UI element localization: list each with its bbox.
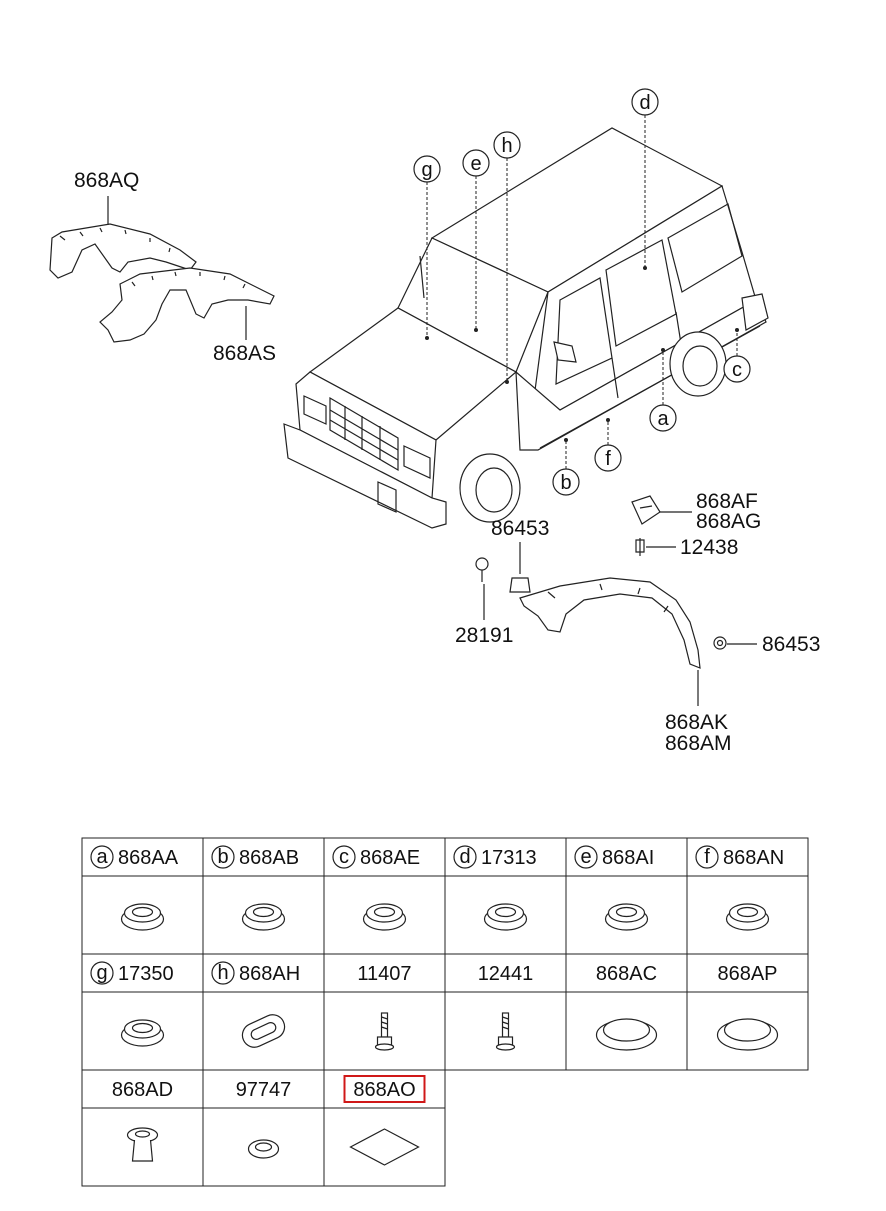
wheel-arch-liner[interactable]	[519, 577, 701, 669]
part-code: 97747	[236, 1079, 292, 1101]
grommet-icon	[483, 903, 528, 931]
callout-letter: a	[96, 846, 108, 868]
parts-table-cell[interactable]: c 868AE	[323, 837, 446, 955]
svg-text:e: e	[470, 153, 481, 175]
callout-a[interactable]: a	[649, 348, 677, 432]
svg-text:f: f	[605, 448, 611, 470]
part-code: 868AE	[360, 847, 420, 869]
part-code: 868AA	[118, 847, 179, 869]
splash-shield-rear[interactable]	[99, 267, 275, 343]
callout-e[interactable]: e	[462, 149, 490, 332]
label-868AK: 868AK	[665, 711, 728, 734]
part-code: 868AN	[723, 847, 784, 869]
pad-icon	[349, 1128, 420, 1166]
part-code: 17313	[481, 847, 537, 869]
svg-text:b: b	[560, 472, 571, 494]
grommet-icon	[120, 1019, 165, 1047]
parts-table-cell[interactable]: 11407	[323, 953, 446, 1071]
parts-table-cell[interactable]: g 17350	[81, 953, 204, 1071]
callout-letter: h	[217, 962, 228, 984]
part-code: 868AP	[717, 963, 777, 985]
oval-grommet-icon	[241, 1014, 286, 1048]
parts-table-cell[interactable]: h 868AH	[202, 953, 325, 1071]
callout-g[interactable]: g	[413, 155, 441, 340]
bolt-icon	[374, 1012, 395, 1051]
part-code: 868AC	[596, 963, 657, 985]
highlight-box	[343, 1075, 426, 1103]
part-code: 868AD	[112, 1079, 173, 1101]
bolt-icon	[495, 1012, 516, 1051]
svg-text:h: h	[501, 135, 512, 157]
callout-letter: d	[459, 846, 470, 868]
svg-text:g: g	[421, 159, 432, 181]
part-code: 868AI	[602, 847, 654, 869]
grommet-icon	[120, 903, 165, 931]
parts-table-cell[interactable]: 97747	[202, 1069, 325, 1187]
callout-letter: g	[96, 962, 107, 984]
label-868AF: 868AF	[696, 490, 758, 513]
parts-table-cell[interactable]: 868AC	[565, 953, 688, 1071]
svg-text:a: a	[657, 408, 669, 430]
callout-letter-circle	[90, 961, 114, 985]
parts-table-cell[interactable]: a 868AA	[81, 837, 204, 955]
callout-b[interactable]: b	[552, 438, 580, 496]
parts-table-cell[interactable]: d 17313	[444, 837, 567, 955]
parts-table-cell[interactable]: b 868AB	[202, 837, 325, 955]
callout-letter: c	[339, 846, 349, 868]
small-ring-icon	[247, 1139, 280, 1159]
parts-table-cell[interactable]: 868AP	[686, 953, 809, 1071]
callout-letter-circle	[574, 845, 598, 869]
callout-letter-circle	[90, 845, 114, 869]
bracket-868AF[interactable]	[631, 495, 661, 525]
callout-f[interactable]: f	[594, 418, 622, 472]
callout-d[interactable]: d	[631, 88, 659, 270]
label-86453-top: 86453	[491, 517, 549, 540]
callout-letter: b	[217, 846, 228, 868]
label-868AS: 868AS	[213, 342, 276, 365]
parts-table-cell[interactable]: f 868AN	[686, 837, 809, 955]
label-86453-right: 86453	[762, 633, 820, 656]
splash-shield-front[interactable]	[49, 223, 197, 279]
parts-table-cell[interactable]: e 868AI	[565, 837, 688, 955]
grommet-icon	[604, 903, 649, 931]
label-868AG: 868AG	[696, 510, 761, 533]
svg-text:c: c	[732, 359, 742, 381]
svg-text:d: d	[639, 92, 650, 114]
label-868AM: 868AM	[665, 732, 732, 755]
vehicle-body	[283, 127, 769, 529]
push-pin-28191[interactable]	[475, 557, 489, 582]
nut-86453[interactable]	[713, 636, 727, 650]
callout-letter: f	[704, 846, 710, 868]
grommet-icon	[241, 903, 286, 931]
clip-icon	[126, 1127, 159, 1162]
callout-letter-circle	[211, 845, 235, 869]
callout-letter-circle	[453, 845, 477, 869]
label-12438: 12438	[680, 536, 738, 559]
callout-letter-circle	[695, 845, 719, 869]
label-28191: 28191	[455, 624, 513, 647]
part-code: 12441	[478, 963, 534, 985]
part-code: 868AO	[353, 1079, 415, 1101]
clip-86453[interactable]	[509, 577, 531, 593]
callout-c[interactable]: c	[723, 328, 751, 383]
screw-12438[interactable]	[635, 538, 645, 556]
part-code: 868AH	[239, 963, 300, 985]
callout-letter: e	[580, 846, 591, 868]
part-code: 11407	[357, 963, 411, 985]
part-code: 17350	[118, 963, 174, 985]
label-868AQ: 868AQ	[74, 169, 139, 192]
callout-letter-circle	[332, 845, 356, 869]
parts-table-cell[interactable]: 868AO	[323, 1069, 446, 1187]
parts-table-cell[interactable]: 12441	[444, 953, 567, 1071]
grommet-icon	[725, 903, 770, 931]
parts-table: a 868AA b 868AB c 868AE d 17313 e 868AI f 868AN g 173…	[81, 837, 809, 1187]
callout-letter-circle	[211, 961, 235, 985]
grommet-icon	[362, 903, 407, 931]
flat-plug-icon	[595, 1018, 658, 1051]
parts-table-cell[interactable]: 868AD	[81, 1069, 204, 1187]
flat-plug-icon	[716, 1018, 779, 1051]
part-code: 868AB	[239, 847, 299, 869]
callout-h[interactable]: h	[493, 131, 521, 384]
